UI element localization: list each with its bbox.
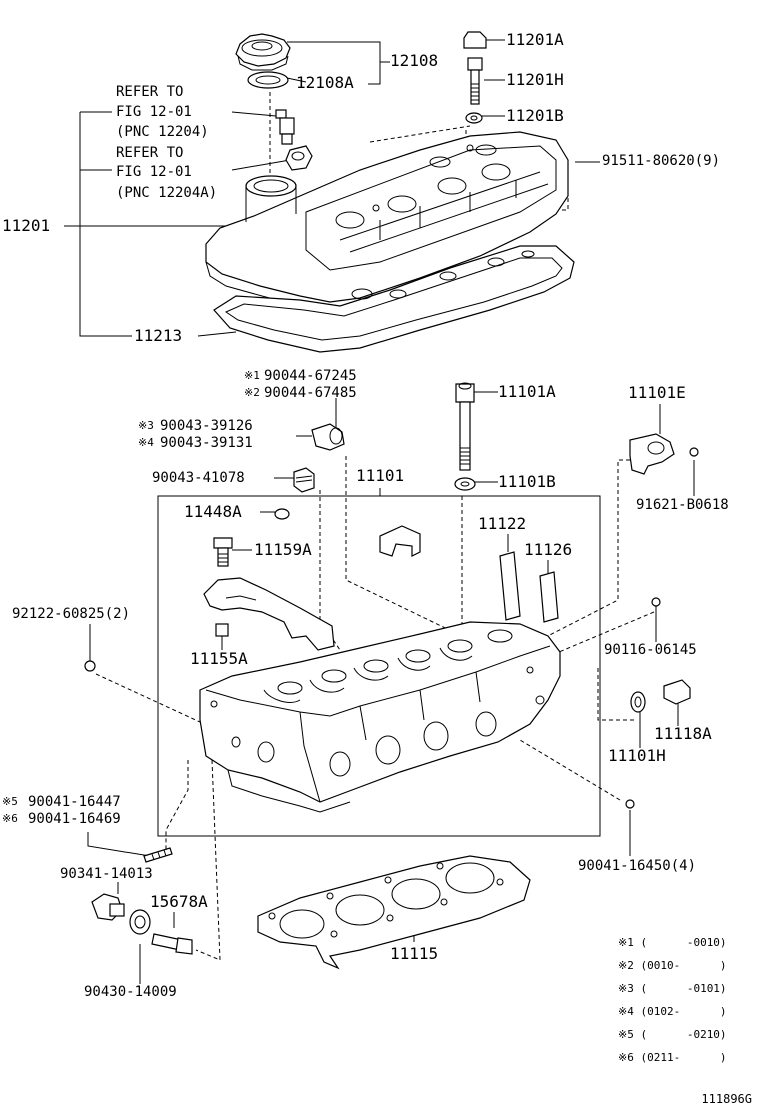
head-bolt — [455, 382, 475, 471]
label-11118a: 11118A — [654, 724, 712, 743]
label-12108: 12108 — [390, 51, 439, 70]
mark-3: ※3 — [138, 419, 154, 432]
label-11101h: 11101H — [608, 746, 666, 765]
label-90341: 90341-14013 — [60, 866, 153, 882]
oil-filler-cap — [235, 33, 291, 71]
label-90043-39126: 90043-39126 — [160, 418, 253, 434]
label-15678a: 15678A — [150, 892, 208, 911]
cam-sensor — [629, 433, 675, 475]
label-91511: 91511-80620(9) — [602, 153, 721, 169]
bearing-cap-pin — [215, 623, 229, 637]
label-11101: 11101 — [356, 466, 405, 485]
label-11213: 11213 — [134, 326, 183, 345]
note-4: ※4 (0102- ) — [618, 1005, 727, 1018]
label-90044-67245: 90044-67245 — [264, 368, 357, 384]
head-bolt-washer — [454, 477, 476, 491]
refer-to-2-line2: FIG 12-01 — [116, 164, 192, 180]
label-90430: 90430-14009 — [84, 984, 177, 1000]
drain-plug — [91, 893, 125, 921]
oil-filler-gasket — [247, 71, 289, 89]
label-90041-16469: 90041-16469 — [28, 811, 121, 827]
refer-to-1-line2: FIG 12-01 — [116, 104, 192, 120]
union-bolt — [311, 423, 345, 451]
refer-to-1-line1: REFER TO — [116, 84, 184, 100]
label-90041-16447: 90041-16447 — [28, 794, 121, 810]
head-gasket — [257, 855, 531, 970]
bearing-cap-bolt — [213, 537, 233, 567]
group-box — [157, 495, 601, 837]
mark-5: ※5 — [2, 795, 18, 808]
mark-2: ※2 — [244, 386, 260, 399]
label-90043-41078: 90043-41078 — [152, 470, 245, 486]
pcv-grommet — [285, 145, 313, 171]
label-90043-39131: 90043-39131 — [160, 435, 253, 451]
label-11448a: 11448A — [184, 502, 242, 521]
label-11101a: 11101A — [498, 382, 556, 401]
cylinder-head-cover — [205, 131, 569, 313]
plug-90043-41078 — [293, 467, 315, 493]
head-cover-gasket — [213, 245, 575, 353]
drain-gasket — [129, 909, 151, 935]
note-1: ※1 ( -0010) — [618, 936, 727, 949]
figure-code: 111896G — [701, 1092, 752, 1106]
valve-guide-exhaust — [539, 571, 559, 623]
note-6: ※6 (0211- ) — [618, 1051, 727, 1064]
cover-nut — [463, 31, 487, 49]
pcv-valve — [275, 109, 295, 145]
bolt-head-marker-92122 — [84, 660, 96, 672]
camshaft-bearing-cap — [203, 577, 335, 651]
stud-15678a — [151, 933, 193, 955]
cover-seal-washer — [465, 112, 483, 124]
cover-bolt — [467, 57, 483, 105]
bearing-cap-small — [379, 525, 421, 557]
label-11126: 11126 — [524, 540, 573, 559]
note-2: ※2 (0010- ) — [618, 959, 727, 972]
label-91621: 91621-B0618 — [636, 497, 729, 513]
bolt-head-marker-90116 — [651, 597, 661, 607]
refer-to-2-line1: REFER TO — [116, 145, 184, 161]
label-11201b: 11201B — [506, 106, 564, 125]
mark-1: ※1 — [244, 369, 260, 382]
refer-to-2-line3: (PNC 12204A) — [116, 185, 218, 201]
label-92122: 92122-60825(2) — [12, 606, 131, 622]
mark-6: ※6 — [2, 812, 18, 825]
label-11155a: 11155A — [190, 649, 248, 668]
label-12108a: 12108A — [296, 73, 354, 92]
label-90041-16450: 90041-16450(4) — [578, 858, 697, 874]
plug-11448a — [274, 508, 290, 520]
note-3: ※3 ( -0101) — [618, 982, 727, 995]
plug-11118a — [663, 679, 691, 705]
label-11101b: 11101B — [498, 472, 556, 491]
bolt-head-marker-90041 — [625, 799, 635, 809]
mark-4: ※4 — [138, 436, 154, 449]
refer-to-1-line3: (PNC 12204) — [116, 124, 209, 140]
label-90044-67485: 90044-67485 — [264, 385, 357, 401]
label-11201h: 11201H — [506, 70, 564, 89]
gasket-11101h — [630, 691, 646, 713]
label-11122: 11122 — [478, 514, 527, 533]
bolt-head-marker-91621 — [689, 447, 699, 457]
label-11115: 11115 — [390, 944, 439, 963]
stud-bolt — [143, 847, 173, 863]
label-90116: 90116-06145 — [604, 642, 697, 658]
valve-guide-intake — [499, 551, 521, 621]
cylinder-head — [199, 621, 561, 813]
note-5: ※5 ( -0210) — [618, 1028, 727, 1041]
label-11201a: 11201A — [506, 30, 564, 49]
label-11101e: 11101E — [628, 383, 686, 402]
label-11201: 11201 — [2, 216, 51, 235]
label-11159a: 11159A — [254, 540, 312, 559]
